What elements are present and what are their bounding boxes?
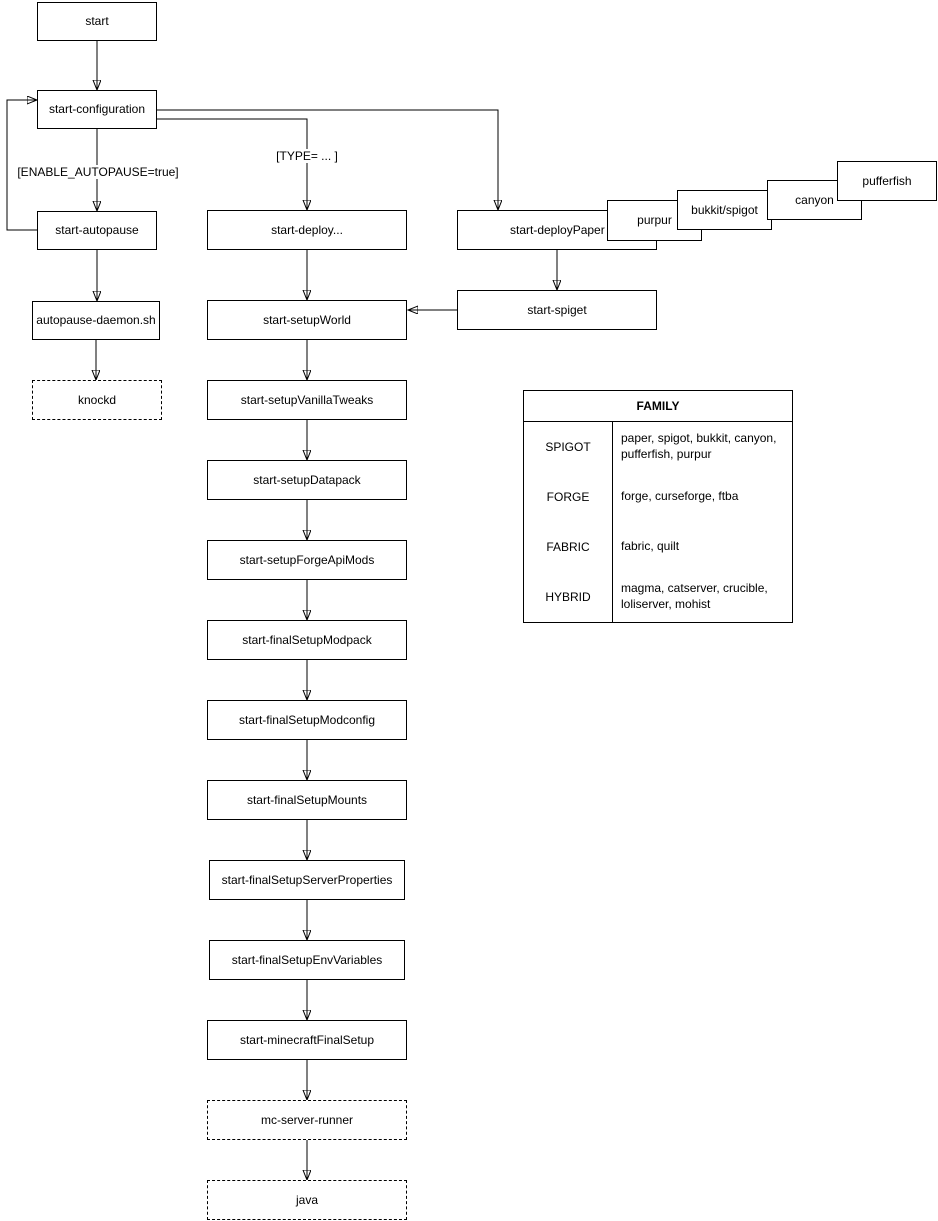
node-start: start [37,2,157,41]
family-members: fabric, quilt [621,539,680,554]
node-start-minecraftfinalsetup: start-minecraftFinalSetup [207,1020,407,1060]
family-table-row-fabric: FABRIC fabric, quilt [524,522,792,572]
node-autopause-daemon: autopause-daemon.sh [32,301,160,340]
node-start-finalsetupenvvariables: start-finalSetupEnvVariables [209,940,405,980]
family-table: FAMILY SPIGOT paper, spigot, bukkit, can… [523,390,793,623]
node-start-finalsetupmodconfig: start-finalSetupModconfig [207,700,407,740]
family-table-row-forge: FORGE forge, curseforge, ftba [524,472,792,522]
node-java: java [207,1180,407,1220]
node-start-deploy: start-deploy... [207,210,407,250]
node-mc-server-runner: mc-server-runner [207,1100,407,1140]
family-name: SPIGOT [524,422,613,472]
node-pufferfish: pufferfish [837,161,937,201]
family-name: FORGE [524,472,613,522]
family-table-title: FAMILY [524,391,792,422]
node-start-setupdatapack: start-setupDatapack [207,460,407,500]
family-name: HYBRID [524,572,613,622]
node-knockd: knockd [32,380,162,420]
edge-label-enable-autopause: [ENABLE_AUTOPAUSE=true] [15,165,181,179]
node-start-spiget: start-spiget [457,290,657,330]
node-start-autopause: start-autopause [37,211,157,250]
family-table-row-hybrid: HYBRID magma, catserver, crucible, lolis… [524,572,792,622]
family-members: forge, curseforge, ftba [621,489,739,504]
family-members: magma, catserver, crucible, loliserver, … [621,581,768,611]
node-start-finalsetupserverproperties: start-finalSetupServerProperties [209,860,405,900]
node-bukkit-spigot: bukkit/spigot [677,190,772,230]
node-start-setupworld: start-setupWorld [207,300,407,340]
family-table-row-spigot: SPIGOT paper, spigot, bukkit, canyon, pu… [524,422,792,472]
node-start-setupvanillatweaks: start-setupVanillaTweaks [207,380,407,420]
edge-label-type: [TYPE= ... ] [274,149,340,163]
family-members: paper, spigot, bukkit, canyon, pufferfis… [621,431,777,461]
node-start-setupforgeapimods: start-setupForgeApiMods [207,540,407,580]
node-start-configuration: start-configuration [37,90,157,129]
node-start-finalsetupmounts: start-finalSetupMounts [207,780,407,820]
edge-configuration-to-deploy [157,118,307,209]
family-table-body: SPIGOT paper, spigot, bukkit, canyon, pu… [524,422,792,622]
family-name: FABRIC [524,522,613,572]
node-start-finalsetupmodpack: start-finalSetupModpack [207,620,407,660]
